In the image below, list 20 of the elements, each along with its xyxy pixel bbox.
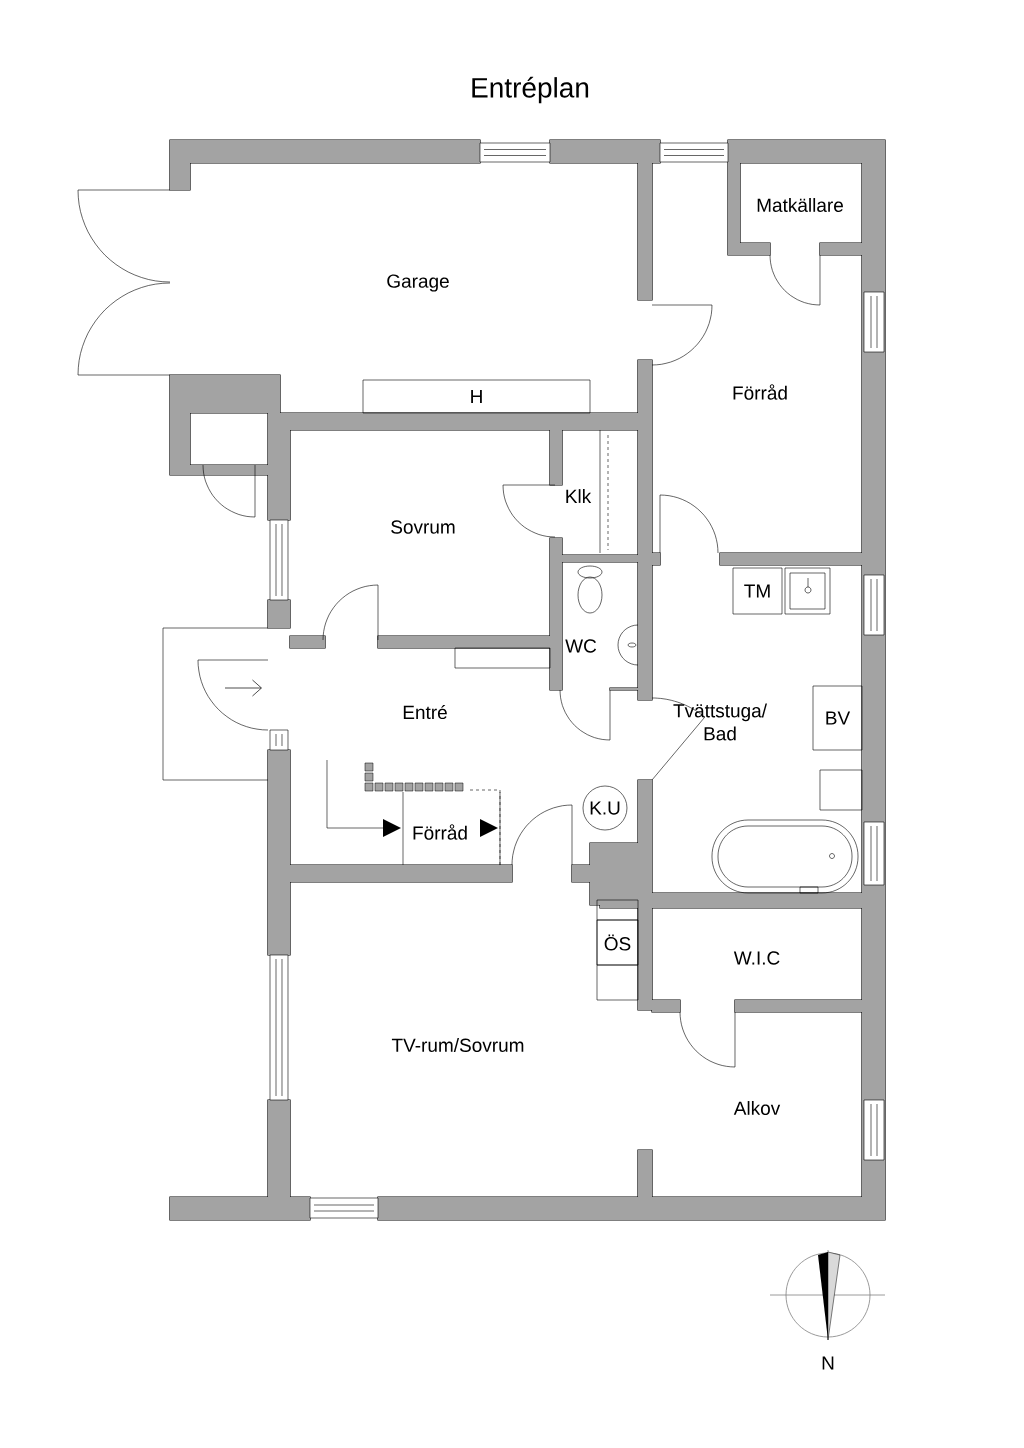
fixture-box: H [362, 379, 591, 414]
shelf [454, 647, 551, 669]
room-label: Tvättstuga/ Bad [673, 703, 767, 741]
room-label: W.I.C [733, 951, 780, 965]
room-label: Alkov [733, 1101, 781, 1115]
title: Entréplan [472, 76, 589, 104]
room-label: Garage [387, 274, 449, 292]
compass-label: N [822, 1356, 834, 1370]
room-label: Sovrum [391, 520, 455, 534]
fixture-box: TM [732, 567, 783, 615]
room-label: WC [565, 639, 597, 653]
fixture-box: BV [812, 685, 863, 751]
counter [819, 769, 863, 811]
fixture-box: ÖS [596, 919, 639, 966]
room-label: Klk [566, 489, 592, 503]
room-label: Entré [403, 704, 447, 720]
room-label: TV-rum/Sovrum [391, 1038, 524, 1052]
room-label: Förråd [411, 823, 469, 841]
room-label: Förråd [733, 384, 787, 400]
room-label: Matkällare [757, 198, 843, 212]
